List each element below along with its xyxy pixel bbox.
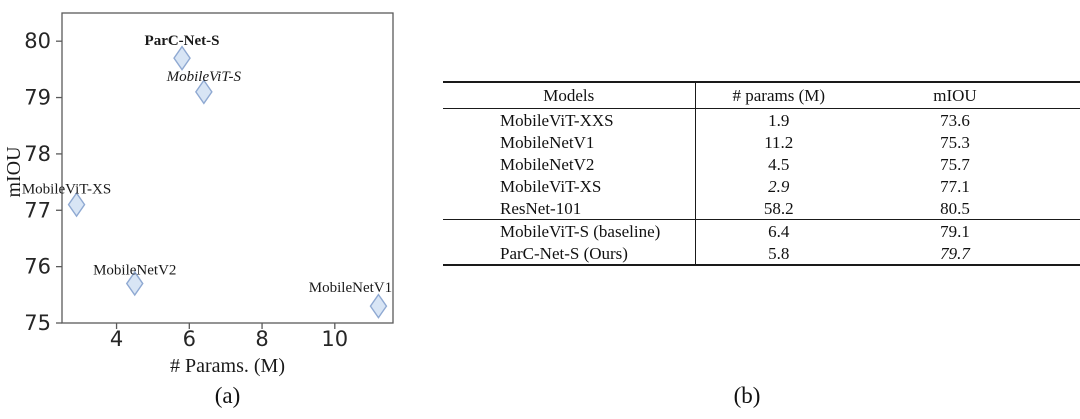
row-spacer — [1048, 197, 1080, 220]
row-spacer — [1048, 242, 1080, 265]
params-cell: 4.5 — [768, 154, 790, 174]
y-tick-label: 80 — [24, 29, 51, 53]
params-cell: 5.8 — [768, 243, 790, 263]
miou-cell: 79.1 — [862, 219, 1048, 242]
table-header-spacer — [1048, 82, 1080, 109]
point-label: ParC-Net-S — [145, 33, 220, 49]
miou-cell: 75.3 — [940, 132, 970, 152]
panel-b-label: (b) — [733, 383, 761, 408]
scatter-panel: 4 6 8 10 75 76 77 78 79 80 # Params. (M) mIOU ParC-N… — [0, 0, 430, 419]
miou-cell: 73.6 — [940, 110, 970, 130]
x-tick-label: 6 — [183, 327, 196, 351]
row-spacer — [1048, 175, 1080, 197]
col-header-models: Models — [443, 82, 696, 109]
table-panel: Models # params (M) mIOU MobileViT-XXS 1.… — [443, 81, 1080, 266]
scatter-point — [67, 191, 86, 218]
y-tick-label: 75 — [24, 311, 51, 335]
table-row: MobileViT-XS 2.9 77.1 — [443, 175, 1080, 197]
params-cell: 2.9 — [768, 176, 790, 196]
point-label: MobileNetV1 — [309, 280, 392, 296]
y-tick-label: 76 — [24, 255, 51, 279]
row-spacer — [1048, 131, 1080, 153]
scatter-point — [173, 45, 191, 71]
table-row: MobileViT-XXS 1.9 73.6 — [443, 108, 1080, 132]
y-tick-label: 78 — [24, 142, 51, 166]
y-tick-label: 79 — [24, 86, 51, 110]
model-cell: ParC-Net-S (Ours) — [443, 242, 696, 265]
scatter-point — [369, 293, 388, 319]
scatter-plot: 4 6 8 10 75 76 77 78 79 80 # Params. (M) mIOU ParC-N… — [3, 12, 394, 377]
col-header-miou: mIOU — [862, 82, 1048, 109]
y-axis-title: mIOU — [3, 146, 25, 198]
params-cell: 6.4 — [695, 219, 862, 242]
x-tick-label: 10 — [321, 327, 348, 351]
params-cell: 1.9 — [768, 110, 790, 130]
miou-cell: 79.7 — [940, 243, 970, 263]
scatter-point — [125, 270, 144, 297]
row-spacer — [1048, 109, 1080, 132]
table-row: ResNet-101 58.2 80.5 — [443, 197, 1080, 220]
model-cell: MobileViT-S (baseline) — [443, 219, 696, 242]
x-axis-title: # Params. (M) — [170, 355, 285, 377]
model-cell: MobileViT-XXS — [443, 108, 696, 131]
row-spacer — [1048, 219, 1080, 242]
table-row: ParC-Net-S (Ours) 5.8 79.7 — [443, 242, 1080, 265]
model-cell: ResNet-101 — [443, 197, 696, 220]
x-tick-label: 4 — [110, 327, 123, 351]
panel-a-label: (a) — [214, 383, 241, 408]
plot-frame — [61, 12, 394, 324]
miou-cell: 80.5 — [940, 198, 970, 218]
miou-cell: 77.1 — [940, 176, 970, 196]
y-tick-label: 77 — [24, 198, 51, 222]
point-label: MobileViT-XS — [22, 182, 111, 198]
table-header-row: Models # params (M) mIOU — [443, 82, 1080, 109]
model-cell: MobileViT-XS — [443, 175, 696, 197]
point-label: MobileViT-S — [166, 69, 242, 85]
table-row: MobileNetV2 4.5 75.7 — [443, 153, 1080, 175]
x-tick-label: 8 — [255, 327, 268, 351]
model-cell: MobileNetV2 — [443, 153, 696, 175]
table-row: MobileNetV1 11.2 75.3 — [443, 131, 1080, 153]
point-label: MobileNetV2 — [93, 263, 176, 279]
col-header-params: # params (M) — [695, 82, 862, 109]
model-cell: MobileNetV1 — [443, 131, 696, 153]
params-cell: 11.2 — [764, 132, 794, 152]
results-table: Models # params (M) mIOU MobileViT-XXS 1.… — [443, 81, 1080, 266]
miou-cell: 75.7 — [940, 154, 970, 174]
scatter-point — [195, 79, 213, 105]
row-spacer — [1048, 153, 1080, 175]
params-cell: 58.2 — [763, 198, 794, 218]
